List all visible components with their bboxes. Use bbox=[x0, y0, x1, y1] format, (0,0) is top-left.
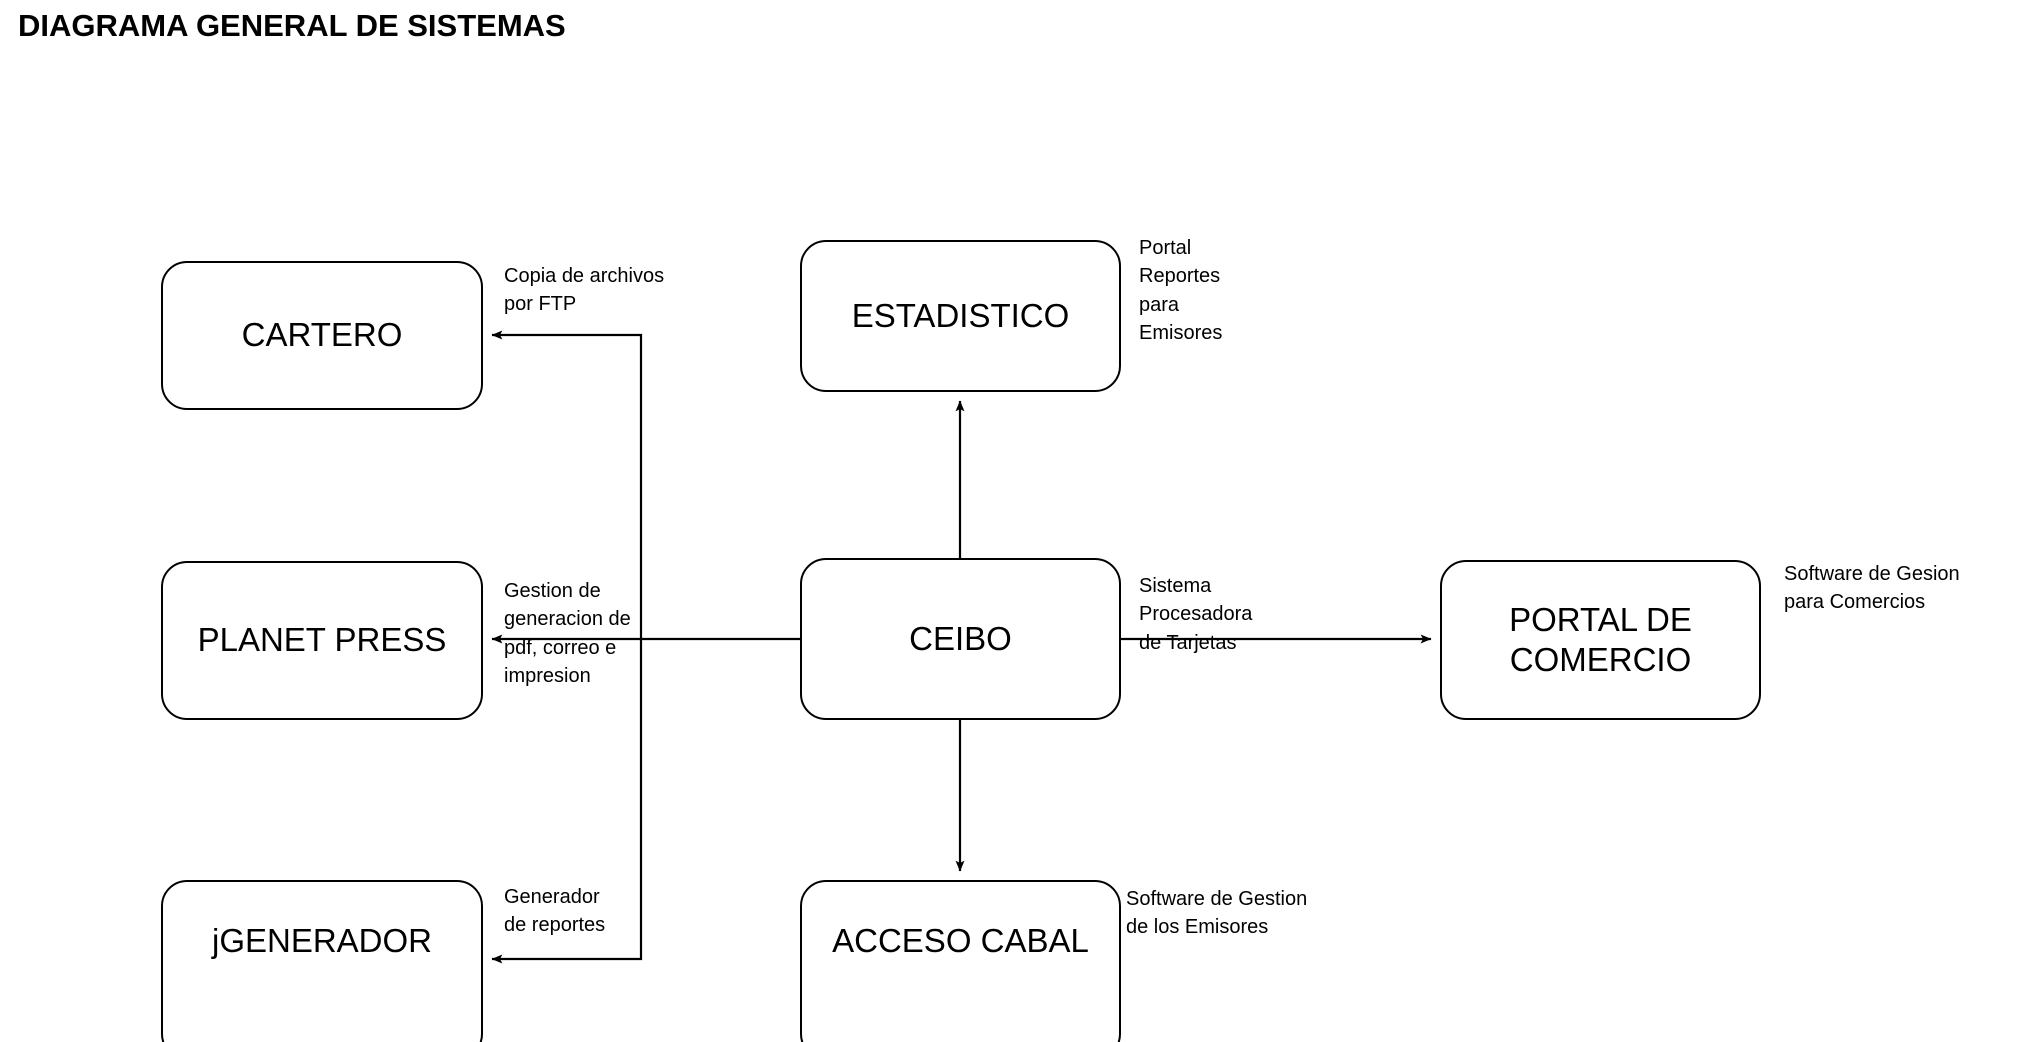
annotation-portal-comercio: Software de Gesion para Comercios bbox=[1784, 563, 1960, 614]
node-ceibo[interactable]: CEIBO bbox=[800, 558, 1121, 720]
annotation-ceibo: Sistema Procesadora de Tarjetas bbox=[1139, 575, 1253, 654]
node-estadistico[interactable]: ESTADISTICO bbox=[800, 240, 1121, 392]
node-planet-press-label: PLANET PRESS bbox=[197, 621, 447, 659]
annotation-estadistico: Portal Reportes para Emisores bbox=[1139, 237, 1223, 345]
node-ceibo-label: CEIBO bbox=[909, 619, 1012, 657]
node-portal-comercio[interactable]: PORTAL DE COMERCIO bbox=[1440, 560, 1761, 720]
node-acceso-cabal-label: ACCESO CABAL bbox=[832, 921, 1089, 959]
edge-label-ceibo-cartero: Copia de archivos por FTP bbox=[504, 265, 665, 316]
annotation-acceso-cabal: Software de Gestion de los Emisores bbox=[1126, 888, 1308, 939]
node-planet-press[interactable]: PLANET PRESS bbox=[161, 561, 483, 720]
edge-label-ceibo-jgenerador: Generador de reportes bbox=[504, 886, 606, 937]
node-estadistico-label: ESTADISTICO bbox=[851, 296, 1070, 334]
edge-label-ceibo-planet-press: Gestion de generacion de pdf, correo e i… bbox=[504, 580, 631, 688]
node-jgenerador-label: jGENERADOR bbox=[211, 921, 433, 959]
node-cartero-label: CARTERO bbox=[241, 316, 403, 354]
node-acceso-cabal[interactable]: ACCESO CABAL bbox=[800, 880, 1121, 1042]
page-title: DIAGRAMA GENERAL DE SISTEMAS bbox=[18, 8, 566, 43]
node-jgenerador[interactable]: jGENERADOR bbox=[161, 880, 483, 1042]
node-portal-comercio-label: PORTAL DE COMERCIO bbox=[1509, 600, 1692, 678]
node-cartero[interactable]: CARTERO bbox=[161, 261, 483, 410]
